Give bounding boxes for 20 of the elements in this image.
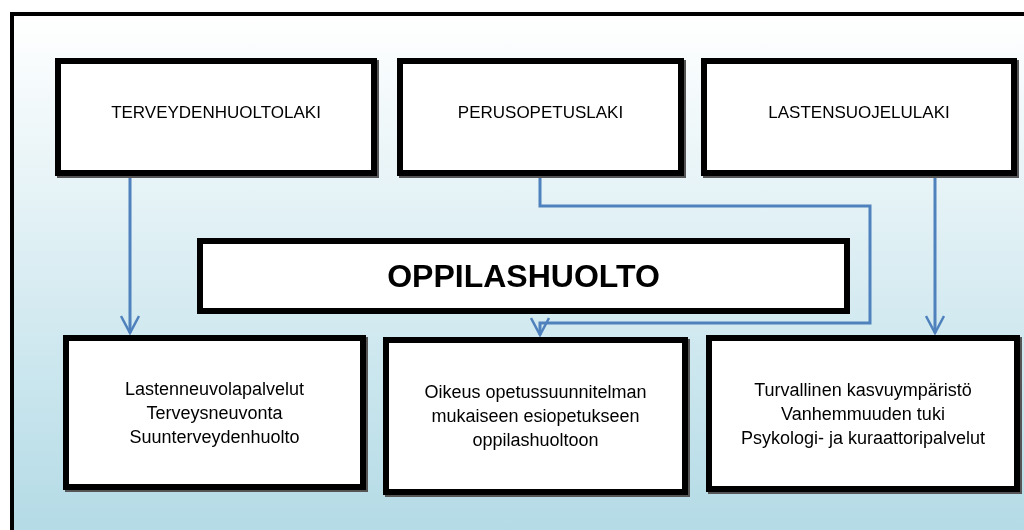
service-text: Turvallinen kasvuympäristö xyxy=(754,378,972,402)
box-label: LASTENSUOJELULAKI xyxy=(768,102,950,125)
service-text: Oikeus opetussuunnitelman mukaiseen esiopetukseen oppilashuoltoon xyxy=(423,381,648,452)
service-text: Psykologi- ja kuraattoripalvelut xyxy=(740,426,986,450)
law-box xyxy=(55,58,377,176)
law-box xyxy=(397,58,684,176)
law-box xyxy=(701,58,1017,176)
title-box xyxy=(197,238,850,314)
arrow xyxy=(924,176,946,335)
arrow xyxy=(529,176,872,337)
service-box xyxy=(63,335,366,490)
service-box xyxy=(383,337,688,495)
service-text: Terveysneuvonta xyxy=(146,401,283,425)
service-box xyxy=(706,335,1020,492)
service-text: Vanhemmuuden tuki xyxy=(781,402,945,426)
service-text: Suunterveydenhuolto xyxy=(129,425,300,449)
service-text: Lastenneuvolapalvelut xyxy=(124,377,305,401)
arrow xyxy=(119,176,141,335)
box-label: TERVEYDENHUOLTOLAKI xyxy=(111,102,321,125)
box-label: PERUSOPETUSLAKI xyxy=(457,102,624,125)
